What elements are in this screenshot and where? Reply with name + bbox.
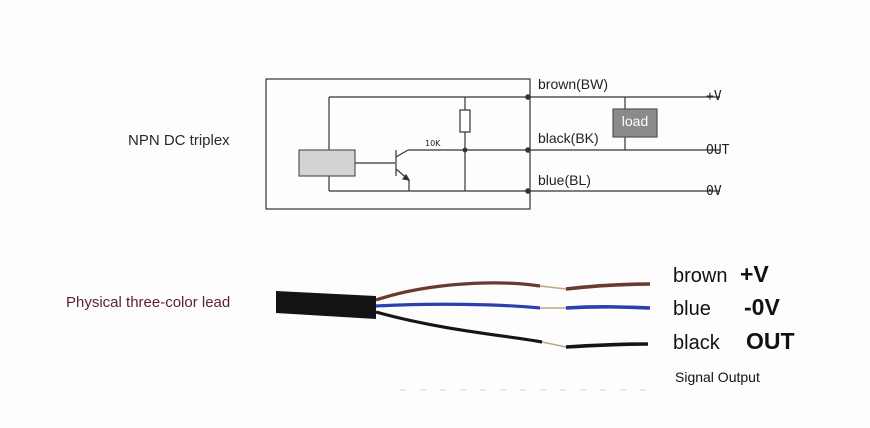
photo-cables bbox=[276, 281, 660, 391]
black-wire bbox=[375, 310, 543, 344]
junction-dot bbox=[462, 147, 468, 153]
positive-terminal-label: +V bbox=[706, 89, 722, 104]
npn-transistor-collector bbox=[395, 149, 409, 158]
blue-wire-end bbox=[565, 305, 651, 310]
blue-wire-label: blue(BL) bbox=[538, 172, 591, 188]
output-terminal-label: OUT bbox=[706, 143, 730, 158]
black-wire-end bbox=[565, 342, 649, 349]
load-box bbox=[612, 108, 658, 138]
copper-strand bbox=[539, 285, 567, 290]
junction-dot bbox=[525, 188, 531, 194]
cable-sheath bbox=[276, 291, 376, 319]
blue-color-word: blue bbox=[673, 298, 711, 320]
blue-wire bbox=[375, 302, 541, 310]
sensor-schematic bbox=[265, 78, 720, 210]
brown-wire-label: brown(BW) bbox=[538, 76, 609, 92]
black-function: OUT bbox=[746, 328, 795, 354]
junction-dot bbox=[525, 94, 531, 100]
brown-color-word: brown bbox=[673, 265, 728, 287]
copper-strand bbox=[541, 341, 567, 348]
emitter-arrow bbox=[401, 173, 411, 181]
ground-terminal-label: 0V bbox=[706, 184, 722, 199]
sensor-housing bbox=[265, 78, 531, 210]
black-wire-label: black(BK) bbox=[538, 130, 599, 146]
sensing-element bbox=[298, 149, 356, 177]
brown-wire-end bbox=[565, 282, 651, 291]
lead-label: Physical three-color lead bbox=[66, 294, 231, 311]
signal-output-note: Signal Output bbox=[675, 369, 760, 385]
brown-wire bbox=[375, 281, 541, 302]
junction-dot bbox=[525, 147, 531, 153]
pullup-resistor bbox=[459, 109, 471, 133]
brown-function: +V bbox=[740, 261, 769, 287]
resistor-label: 10K bbox=[425, 139, 441, 148]
schematic-title: NPN DC triplex bbox=[128, 132, 230, 149]
blue-function: -0V bbox=[744, 294, 780, 320]
load-label: load bbox=[621, 113, 649, 129]
black-color-word: black bbox=[673, 332, 720, 354]
